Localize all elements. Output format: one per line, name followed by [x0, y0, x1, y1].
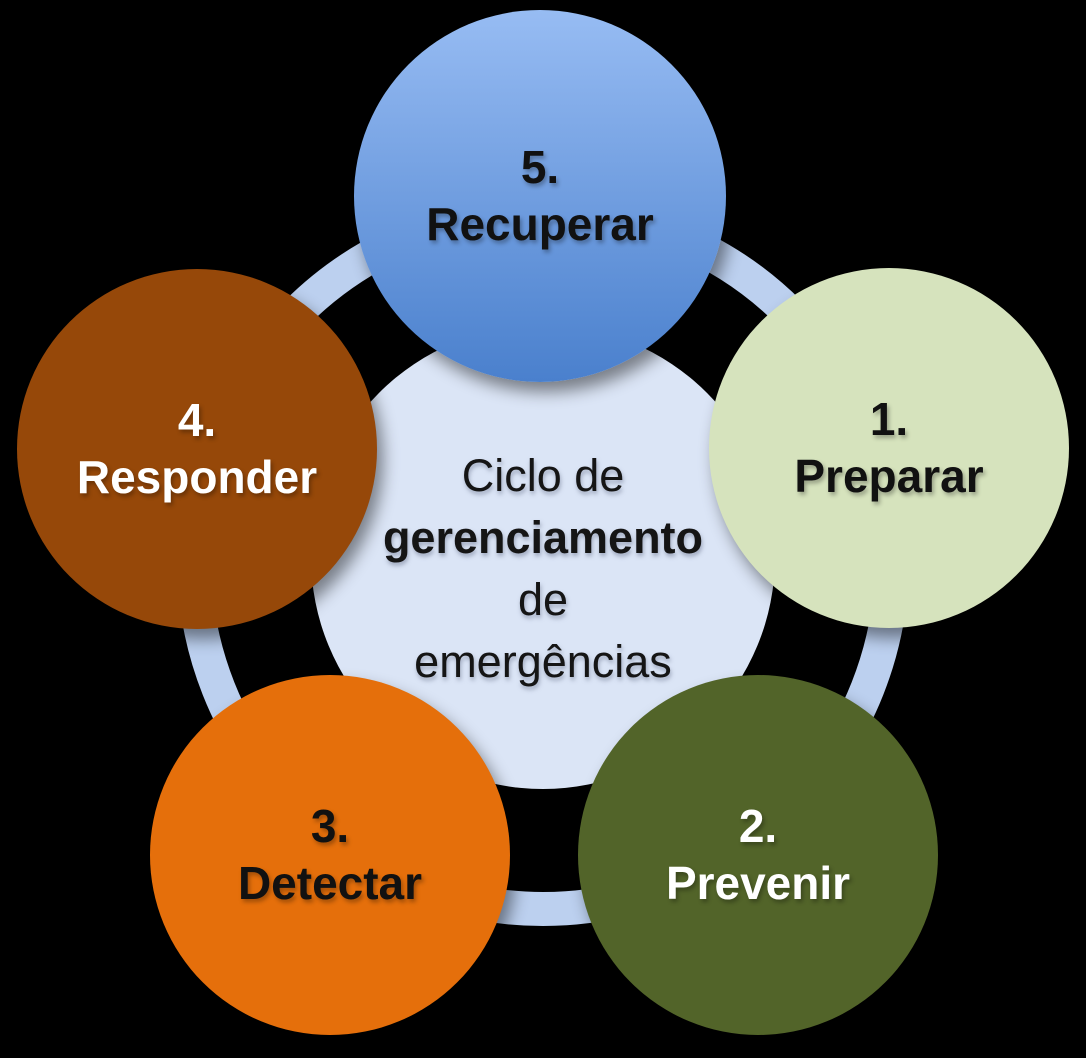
node-number: 2. [738, 800, 778, 852]
title-line-2: gerenciamento [382, 512, 704, 563]
node-label: Recuperar [426, 198, 654, 250]
node-5-recuperar: 5. Recuperar [354, 10, 726, 382]
title-line-1: Ciclo de [461, 450, 625, 501]
node-number: 4. [177, 394, 217, 446]
node-label: Prevenir [665, 857, 851, 909]
node-1-preparar: 1. Preparar [709, 268, 1069, 628]
node-2-prevenir: 2. Prevenir [578, 675, 938, 1035]
diagram-title: Ciclo de gerenciamento de emergências [383, 445, 703, 693]
node-label: Preparar [794, 450, 984, 502]
node-number: 3. [310, 800, 350, 852]
node-number: 1. [869, 393, 909, 445]
node-number: 5. [520, 141, 560, 193]
title-line-3: de [517, 574, 569, 625]
title-line-4: emergências [414, 636, 672, 687]
node-label: Detectar [237, 857, 423, 909]
node-4-responder: 4. Responder [17, 269, 377, 629]
node-3-detectar: 3. Detectar [150, 675, 510, 1035]
node-label: Responder [76, 451, 318, 503]
